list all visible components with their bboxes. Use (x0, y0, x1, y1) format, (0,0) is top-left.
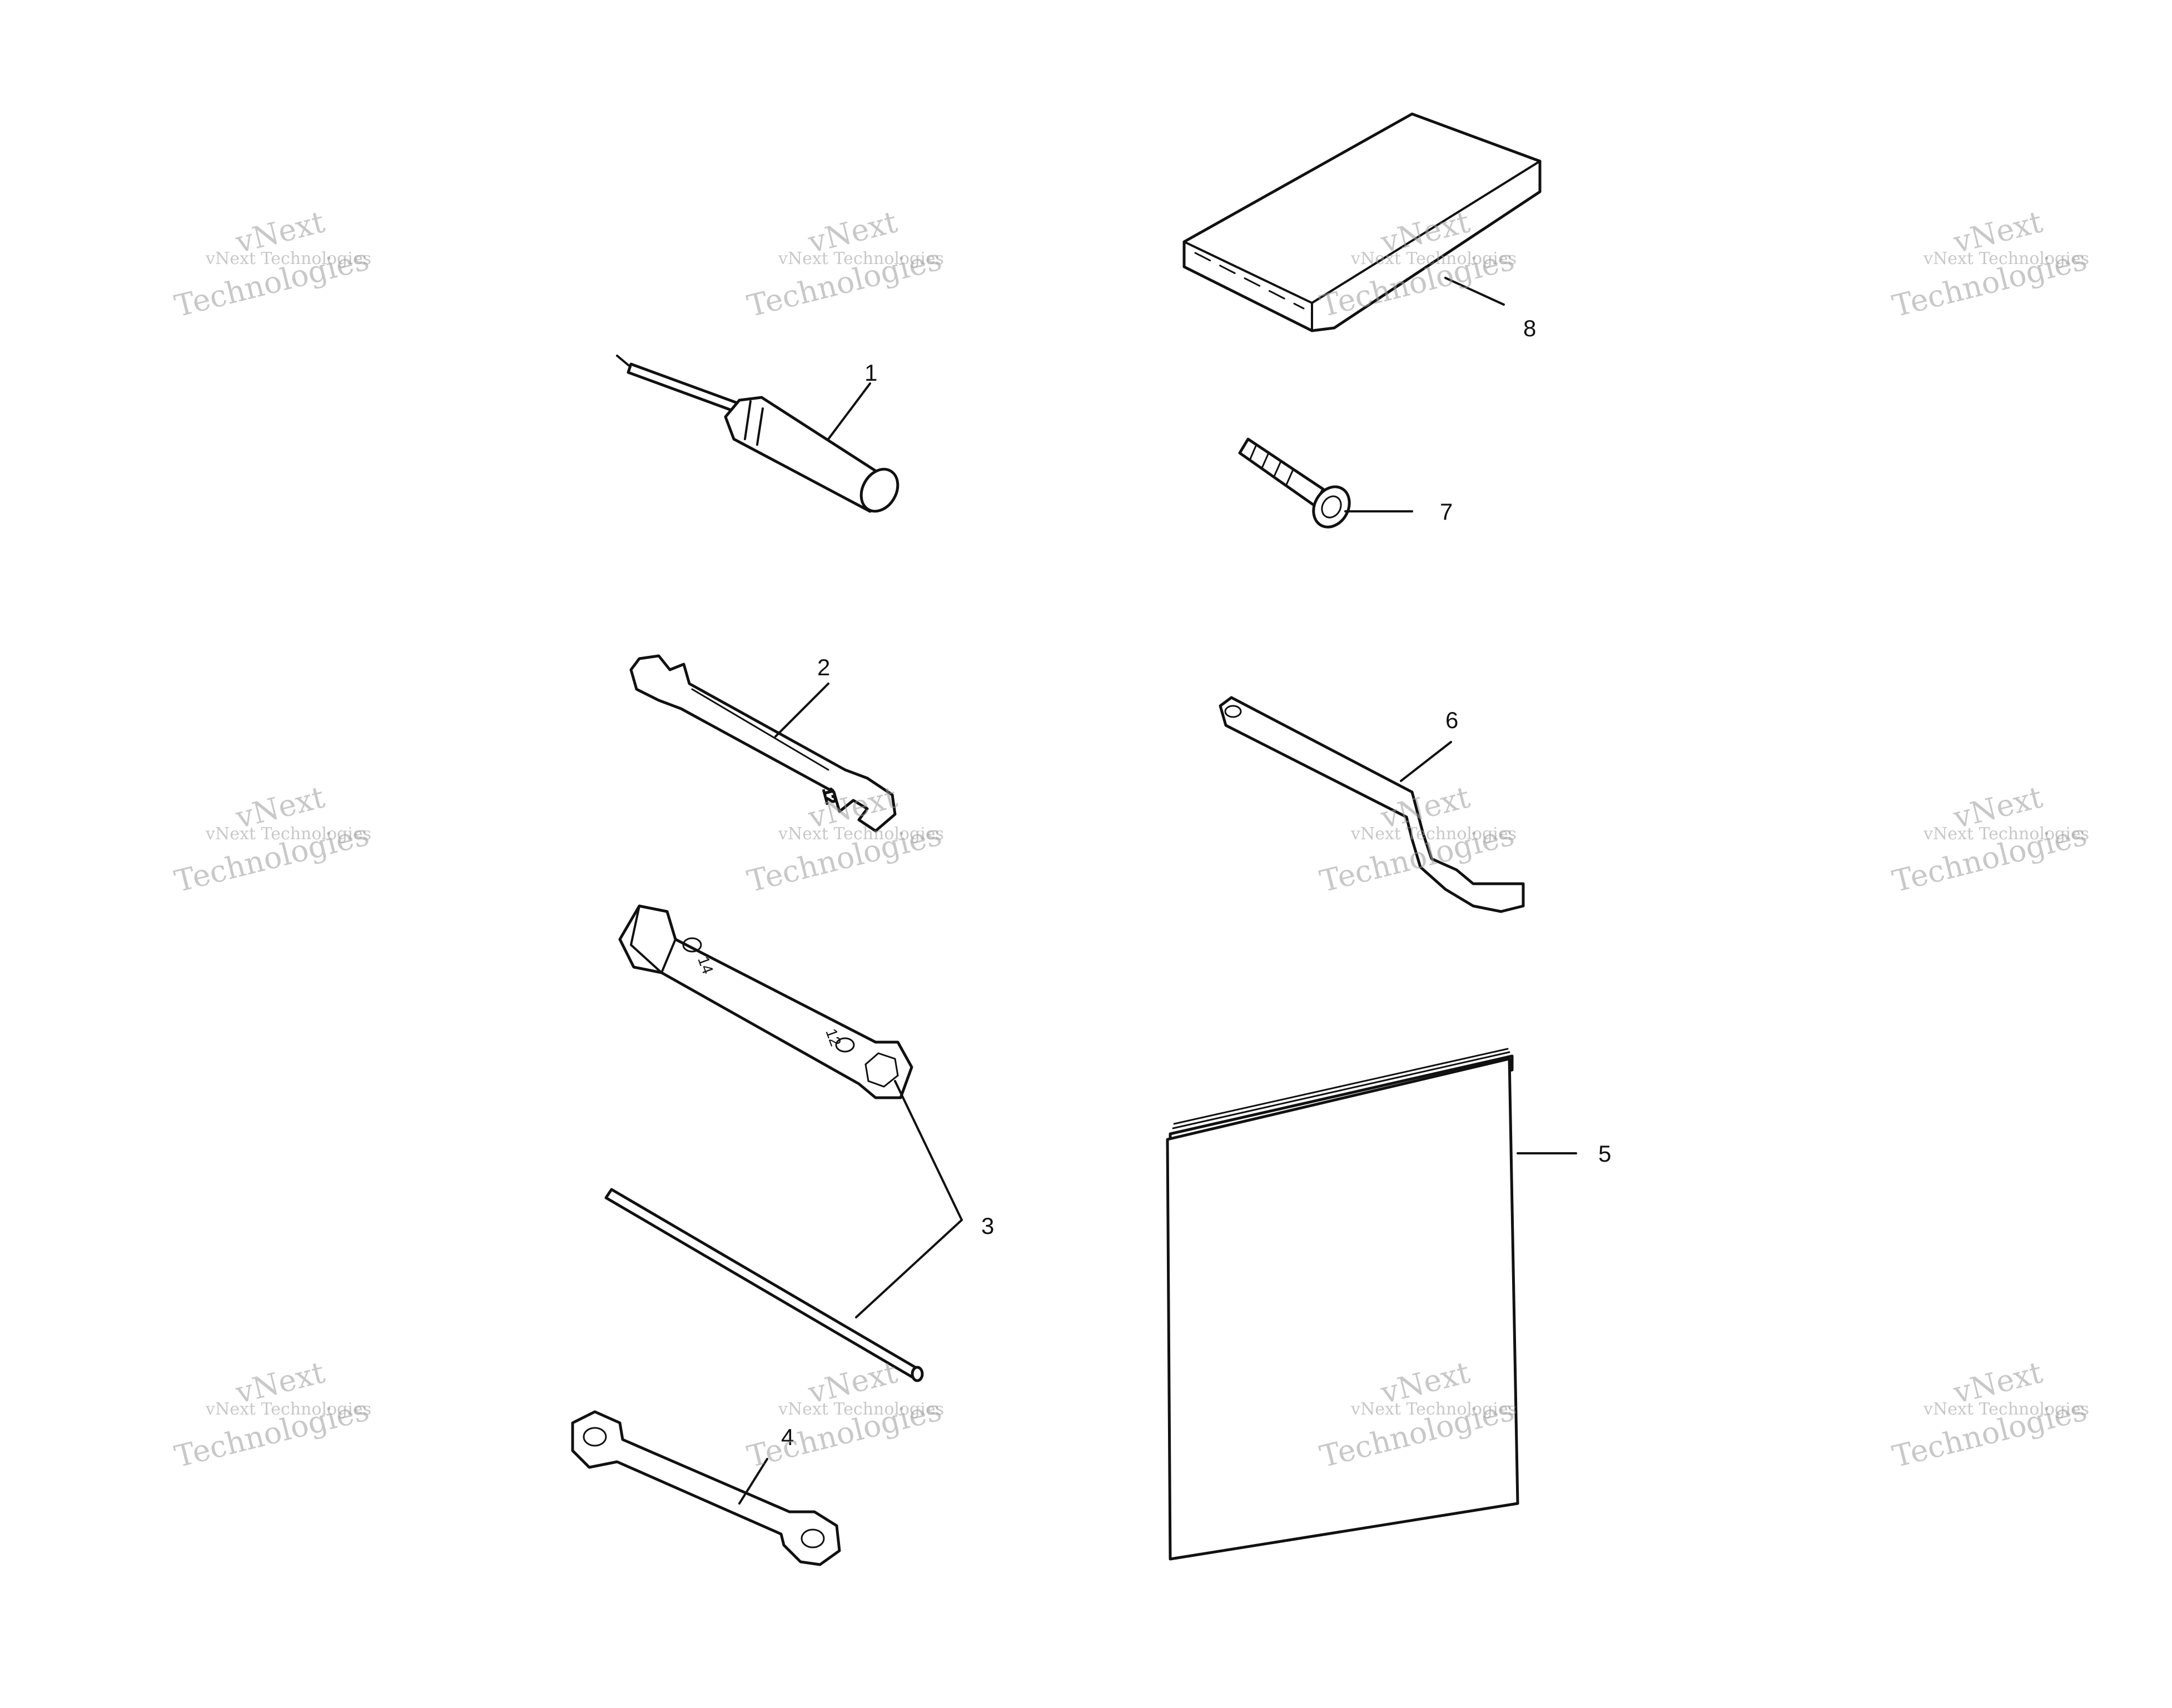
part-box-wrench (571, 1410, 841, 1566)
part-spanner-wrench (1219, 696, 1525, 913)
callout-3: 3 (981, 1213, 994, 1239)
watermark: vNext Technologies vNext Technologies (171, 1355, 372, 1474)
svg-text:vNext Technologies: vNext Technologies (1350, 249, 1517, 268)
svg-text:vNext Technologies: vNext Technologies (205, 249, 371, 268)
callout-6: 6 (1445, 707, 1458, 733)
watermark-layer: vNext Technologies vNext Technologies vN… (171, 204, 2090, 1474)
leader-3b (855, 1219, 963, 1318)
part-spark-plug-socket: 14 12 (618, 904, 913, 1099)
part-tool-pouch (1182, 112, 1542, 332)
part-owners-manual (1166, 1048, 1577, 1561)
callout-7: 7 (1440, 499, 1453, 525)
svg-text:vNext Technologies: vNext Technologies (205, 824, 371, 844)
watermark: vNext Technologies vNext Technologies (744, 779, 945, 899)
svg-text:vNext Technologies: vNext Technologies (778, 1400, 944, 1419)
watermark: vNext Technologies vNext Technologies (1889, 204, 2090, 323)
svg-text:vNext Technologies: vNext Technologies (1923, 249, 2089, 268)
svg-text:vNext Technologies: vNext Technologies (778, 824, 944, 844)
svg-text:vNext Technologies: vNext Technologies (778, 249, 944, 268)
callout-2: 2 (817, 654, 830, 680)
part-tommy-bar (604, 1188, 924, 1382)
watermark: vNext Technologies vNext Technologies (171, 204, 372, 323)
leader-3a (894, 1080, 963, 1221)
svg-text:vNext Technologies: vNext Technologies (1923, 824, 2089, 844)
part-bolt (1238, 437, 1413, 529)
callout-5: 5 (1598, 1141, 1611, 1167)
callout-1: 1 (864, 360, 877, 386)
part-screwdriver (616, 355, 899, 513)
svg-text:vNext Technologies: vNext Technologies (205, 1400, 371, 1419)
svg-text:vNext Technologies: vNext Technologies (1350, 1400, 1517, 1419)
watermark: vNext Technologies vNext Technologies (1889, 1355, 2090, 1474)
callout-8: 8 (1523, 315, 1536, 341)
watermark: vNext Technologies vNext Technologies (744, 204, 945, 323)
watermark: vNext Technologies vNext Technologies (1316, 779, 1518, 899)
callout-4: 4 (781, 1424, 794, 1450)
watermark: vNext Technologies vNext Technologies (1889, 779, 2090, 899)
svg-text:vNext Technologies: vNext Technologies (1923, 1400, 2089, 1419)
svg-text:vNext Technologies: vNext Technologies (1350, 824, 1517, 844)
watermark: vNext Technologies vNext Technologies (171, 779, 372, 899)
